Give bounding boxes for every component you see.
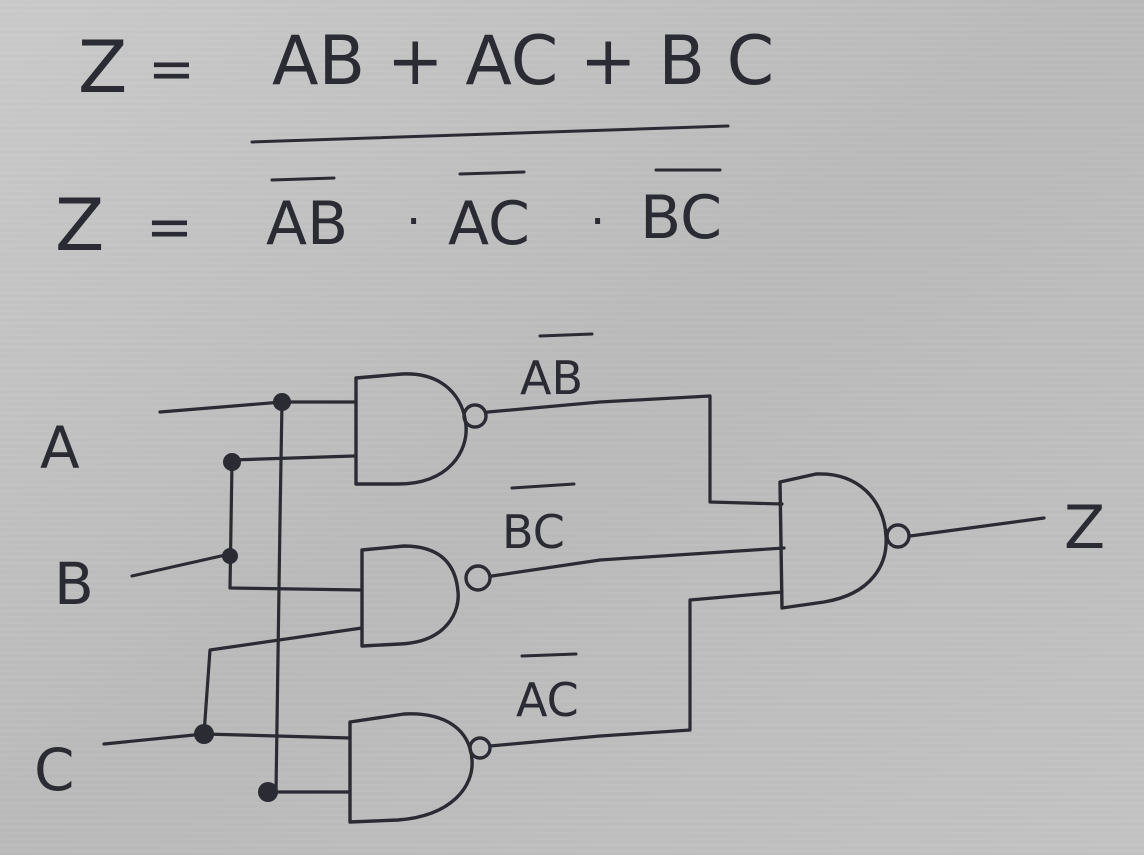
label-ac: AC	[516, 673, 579, 727]
nand-gate-ab-bubble	[462, 403, 488, 429]
input-label-c: C	[34, 736, 75, 804]
nand-gate-ab-body	[354, 372, 468, 486]
eq2-lhs: Z	[55, 183, 104, 267]
nand-gate-bc	[360, 544, 492, 648]
eq1-rhs: AB + AC + B C	[272, 22, 774, 101]
wire-c-bus	[202, 626, 364, 736]
eq2-long-overbar	[250, 124, 730, 144]
label-ab: AB	[520, 351, 583, 405]
junction-a-top	[273, 393, 291, 411]
wire-b-to-gate1	[230, 454, 356, 462]
nand-gate-ac-body	[348, 712, 474, 824]
junction-c	[194, 724, 214, 744]
label-ac-overbar	[520, 652, 578, 658]
label-ab-overbar	[538, 332, 594, 338]
label-bc-overbar	[510, 482, 576, 490]
junction-b-mid	[222, 548, 238, 564]
wire-gate1-out	[486, 394, 784, 506]
eq2-term3: BC	[640, 183, 722, 253]
eq2-term2: AC	[448, 189, 530, 259]
nand-gate-bc-body	[360, 544, 460, 648]
eq2-dot2: ·	[590, 194, 605, 250]
eq2-term1: AB	[266, 189, 348, 259]
equation-1: Z = AB + AC + B C	[78, 22, 774, 109]
wire-gate2-out	[490, 546, 786, 578]
nand-gate-output	[778, 472, 911, 610]
nand-gate-bc-bubble	[464, 564, 492, 592]
wire-b-bus	[228, 460, 364, 592]
nand-gate-ab	[354, 372, 488, 486]
output-label-z: Z	[1064, 493, 1105, 563]
junction-a-bottom	[258, 782, 278, 802]
input-label-b: B	[54, 550, 94, 618]
eq2-equals: =	[146, 195, 193, 260]
eq1-equals: =	[148, 37, 195, 102]
nand-gate-ac-bubble	[468, 736, 492, 760]
nand-gate-ac	[348, 712, 492, 824]
wire-a-bus	[274, 400, 284, 794]
junction-b-top	[223, 453, 241, 471]
eq2-dot1: ·	[406, 194, 421, 250]
wire-gate3-out	[488, 590, 784, 748]
eq2-term2-overbar	[458, 170, 526, 176]
wire-output-z	[908, 516, 1046, 538]
equation-2: Z = AB · AC · BC	[55, 168, 722, 267]
input-label-a: A	[40, 414, 80, 482]
label-bc: BC	[502, 505, 565, 559]
nand-gate-output-bubble	[885, 523, 911, 549]
eq1-lhs: Z	[78, 25, 127, 109]
wire-b-input	[130, 552, 232, 578]
eq2-term1-overbar	[270, 176, 336, 182]
